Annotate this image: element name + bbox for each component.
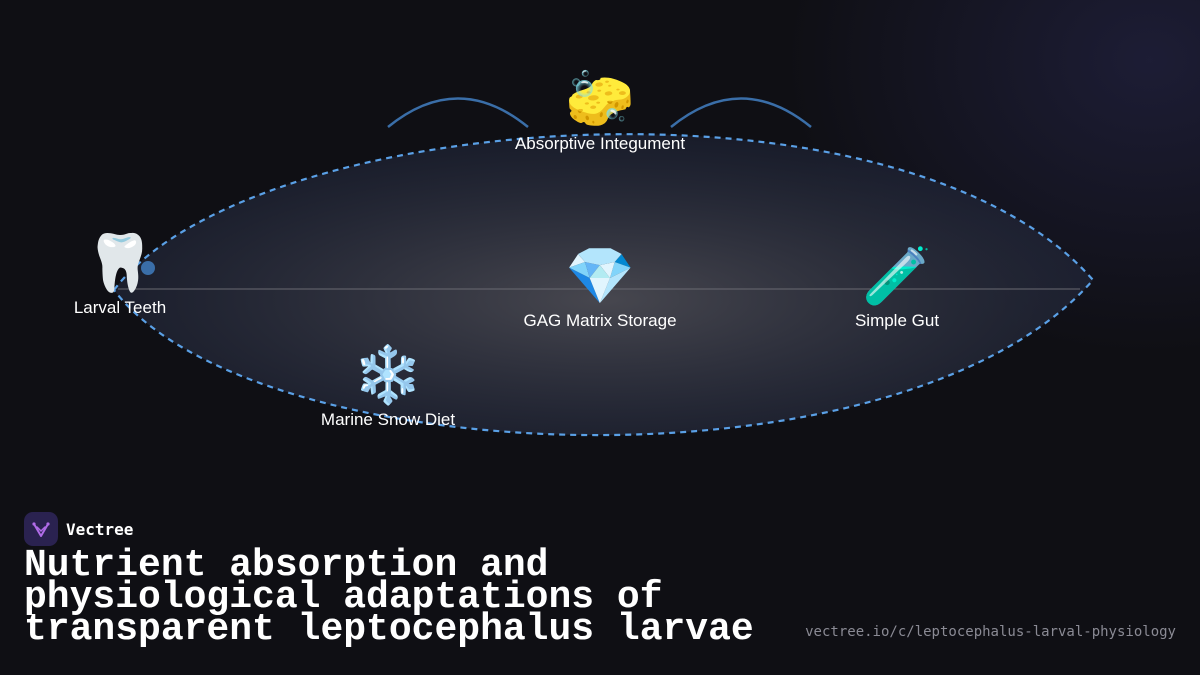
vectree-logo-icon — [24, 512, 58, 546]
gem-icon: 💎 — [565, 244, 635, 309]
node-simple-gut: 🧪 Simple Gut — [855, 245, 939, 331]
node-marine-snow-diet: ❄️ Marine Snow Diet — [321, 344, 455, 430]
snowflake-icon: ❄️ — [353, 343, 423, 408]
source-url[interactable]: vectree.io/c/leptocephalus-larval-physio… — [805, 624, 1176, 640]
node-label: Absorptive Integument — [514, 134, 686, 153]
node-absorptive-integument: 🧽 Absorptive Integument — [515, 68, 685, 154]
test-tube-icon: 🧪 — [862, 244, 932, 309]
eye-dot — [141, 261, 155, 275]
node-label: GAG Matrix Storage — [523, 311, 677, 330]
node-label: Larval Teeth — [73, 298, 167, 317]
node-label: Marine Snow Diet — [320, 410, 456, 429]
brand-name: Vectree — [66, 519, 134, 539]
dorsal-arc-left — [387, 97, 529, 128]
node-larval-teeth: 🦷 Larval Teeth — [74, 232, 166, 318]
sponge-icon: 🧽 — [565, 67, 635, 132]
larva-body-outline — [112, 133, 1095, 437]
tooth-icon: 🦷 — [85, 231, 155, 296]
node-label: Simple Gut — [854, 311, 940, 330]
page-title: Nutrient absorption and physiological ad… — [24, 544, 754, 651]
dorsal-arc-right — [670, 97, 812, 128]
brand: Vectree — [24, 512, 133, 546]
node-gag-matrix-storage: 💎 GAG Matrix Storage — [523, 245, 676, 331]
